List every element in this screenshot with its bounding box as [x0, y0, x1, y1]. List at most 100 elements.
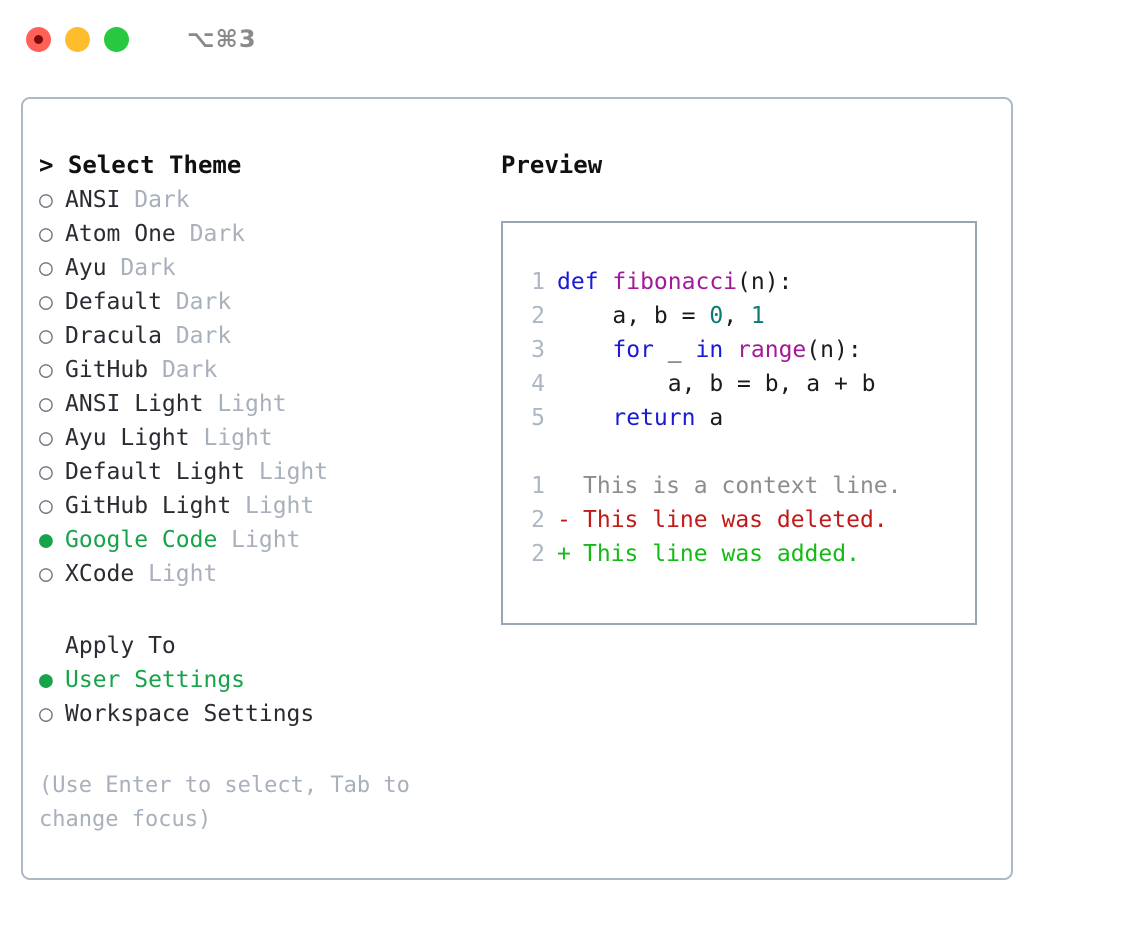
diff-marker-ctx	[557, 469, 583, 503]
theme-item-kind: Dark	[175, 289, 232, 315]
theme-item-github[interactable]: ○ GitHub Dark	[39, 353, 479, 387]
theme-item-default[interactable]: ○Default Dark	[39, 285, 479, 319]
line-number: 1	[531, 473, 545, 499]
line-number: 5	[531, 405, 545, 431]
window-controls	[26, 26, 129, 52]
minimize-button[interactable]	[65, 26, 90, 52]
theme-item-label: Atom One	[65, 221, 190, 247]
theme-item-label: GitHub	[65, 357, 162, 383]
code-token-plain: ,	[723, 303, 751, 329]
diff-sample: 1 This is a context line.2-This line was…	[503, 469, 975, 571]
theme-item-kind: Light	[258, 459, 329, 485]
theme-item-kind: Dark	[161, 357, 218, 383]
radio-unselected-icon: ○	[39, 425, 53, 451]
line-number: 2	[531, 507, 545, 533]
code-token-plain: a, b = b, a + b	[557, 371, 876, 397]
radio-unselected-icon: ○	[39, 391, 53, 417]
code-line: 4 a, b = b, a + b	[503, 367, 975, 401]
apply-to-option-label: User Settings	[65, 667, 246, 693]
diff-line-del: 2-This line was deleted.	[503, 503, 975, 537]
theme-item-ansi[interactable]: ○ ANSI Dark	[39, 183, 479, 217]
radio-unselected-icon: ○	[39, 701, 53, 727]
code-line: 1 def fibonacci(n):	[503, 265, 975, 299]
apply-to-option-label: Workspace Settings	[65, 701, 315, 727]
theme-item-google-code[interactable]: ●Google Code Light	[39, 523, 479, 557]
radio-unselected-icon: ○	[39, 493, 53, 519]
keyboard-hint-text: (Use Enter to select, Tab to change focu…	[39, 773, 410, 832]
code-spacer	[503, 435, 975, 469]
code-token-num: 1	[750, 303, 765, 329]
theme-item-label: ANSI	[65, 187, 135, 213]
close-button[interactable]	[26, 26, 51, 52]
code-token-num: 0	[709, 303, 724, 329]
radio-unselected-icon: ○	[39, 561, 53, 587]
theme-selection-column: > Select Theme ○ANSI Dark○Atom One Dark○…	[39, 147, 479, 837]
diff-line-text: This line was added.	[583, 541, 860, 567]
line-number: 2	[531, 303, 545, 329]
theme-item-label: ANSI Light	[65, 391, 218, 417]
code-token-plain: (n):	[806, 337, 862, 363]
apply-to-section: Apply To ● User Settings ○ Workspace Settin…	[39, 629, 479, 731]
code-token-kw: for	[612, 337, 654, 363]
theme-item-kind: Light	[231, 527, 301, 553]
diff-line-text: This is a context line.	[583, 473, 902, 499]
theme-item-label: XCode	[65, 561, 149, 587]
code-token-plain	[557, 405, 612, 431]
code-token-plain	[723, 337, 737, 363]
radio-unselected-icon: ○	[39, 289, 53, 315]
maximize-button[interactable]	[104, 26, 129, 52]
apply-to-option-workspace-settings[interactable]: ○ Workspace Settings	[39, 697, 479, 731]
code-token-plain: a, b =	[557, 303, 710, 329]
line-number: 1	[531, 269, 545, 295]
theme-item-github-light[interactable]: ○GitHub Light Light	[39, 489, 479, 523]
radio-unselected-icon: ○	[39, 187, 53, 213]
code-token-kw: in	[695, 337, 724, 363]
code-token-plain: a	[695, 405, 724, 431]
theme-item-ansi-light[interactable]: ○ ANSI Light Light	[39, 387, 479, 421]
diff-line-ctx: 1 This is a context line.	[503, 469, 975, 503]
code-token-plain	[557, 337, 612, 363]
theme-item-ayu-light[interactable]: ○ Ayu Light Light	[39, 421, 479, 455]
line-number: 4	[531, 371, 545, 397]
apply-to-options[interactable]: ● User Settings ○ Workspace Settings	[39, 663, 479, 731]
theme-item-label: Dracula	[65, 323, 176, 349]
code-line: 2 a, b = 0, 1	[503, 299, 975, 333]
theme-item-kind: Dark	[134, 187, 190, 213]
theme-item-ayu[interactable]: ○Ayu Dark	[39, 251, 479, 285]
code-token-fn: range	[737, 337, 807, 363]
content-panel: > Select Theme ○ANSI Dark○Atom One Dark○…	[21, 97, 1013, 880]
theme-item-label: Ayu Light	[65, 425, 204, 451]
theme-item-default-light[interactable]: ○Default Light Light	[39, 455, 479, 489]
radio-unselected-icon: ○	[39, 357, 53, 383]
apply-to-heading: Apply To	[65, 633, 176, 659]
apply-to-option-user-settings[interactable]: ● User Settings	[39, 663, 479, 697]
keyboard-shortcut-label: ⌥⌘3	[187, 25, 257, 53]
diff-line-text: This line was deleted.	[583, 507, 888, 533]
code-token-kw: return	[612, 405, 696, 431]
select-theme-heading: > Select Theme	[39, 151, 242, 179]
diff-marker-add: +	[557, 541, 571, 567]
theme-item-label: Ayu	[65, 255, 121, 281]
preview-heading: Preview	[501, 151, 603, 179]
theme-item-atom-one[interactable]: ○Atom One Dark	[39, 217, 479, 251]
code-line: 3 for _ in range(n):	[503, 333, 975, 367]
theme-list[interactable]: ○ANSI Dark○Atom One Dark○Ayu Dark○Defaul…	[39, 183, 479, 591]
code-token-plain: (n):	[737, 269, 793, 295]
line-number: 2	[531, 541, 545, 567]
theme-item-kind: Light	[217, 391, 287, 417]
radio-unselected-icon: ○	[39, 323, 53, 349]
theme-item-kind: Light	[203, 425, 273, 451]
theme-item-kind: Light	[148, 561, 218, 587]
radio-selected-icon: ●	[39, 667, 53, 693]
diff-marker-del: -	[557, 507, 571, 533]
theme-item-dracula[interactable]: ○Dracula Dark	[39, 319, 479, 353]
diff-line-add: 2 + This line was added.	[503, 537, 975, 571]
code-token-kw: def	[557, 269, 613, 295]
theme-item-xcode[interactable]: ○ XCode Light	[39, 557, 479, 591]
radio-selected-icon: ●	[39, 527, 53, 553]
code-token-fn: fibonacci	[612, 269, 738, 295]
